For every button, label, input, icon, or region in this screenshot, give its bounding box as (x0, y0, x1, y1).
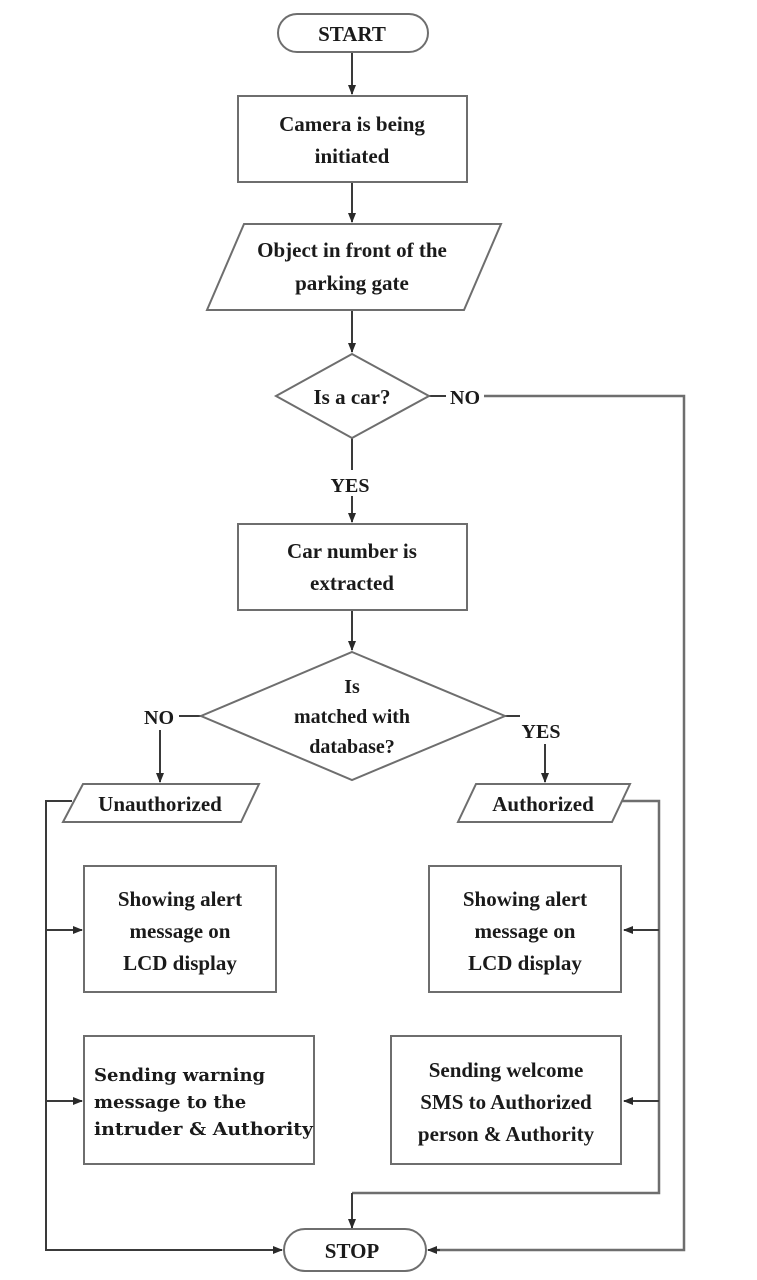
node-alert-left-line-3: LCD display (123, 951, 237, 975)
node-welcome-line-1: Sending welcome (429, 1058, 584, 1082)
node-unauthorized: Unauthorized (61, 783, 261, 823)
node-alert-right-line-3: LCD display (468, 951, 582, 975)
edge-authorized-to-stop (352, 799, 661, 1195)
node-warning-line-3: intruder & Authority (94, 1119, 314, 1140)
process-shape (428, 865, 622, 993)
terminator-shape (277, 13, 429, 53)
node-stop-label: STOP (325, 1239, 380, 1263)
edge-label-matched-yes: YES (522, 721, 561, 743)
process-shape (237, 523, 468, 611)
node-warning: Sending warning message to the intruder … (83, 1035, 315, 1165)
node-welcome-line-3: person & Authority (418, 1122, 595, 1146)
node-stop: STOP (283, 1228, 427, 1272)
node-extract: Car number is extracted (237, 523, 468, 611)
edge-label-iscar-yes: YES (331, 475, 370, 497)
node-is-car: Is a car? (273, 352, 432, 440)
node-object-line-2: parking gate (295, 271, 409, 295)
node-alert-right: Showing alert message on LCD display (428, 865, 622, 993)
node-warning-line-2: message to the (94, 1092, 246, 1113)
node-start-label: START (318, 22, 386, 46)
node-object: Object in front of the parking gate (205, 223, 503, 311)
node-authorized: Authorized (456, 783, 632, 823)
node-alert-left-line-1: Showing alert (118, 887, 242, 911)
process-shape (237, 95, 468, 183)
decision-shape (273, 352, 432, 440)
process-shape (83, 1035, 315, 1165)
node-alert-left-line-2: message on (130, 919, 231, 943)
input-output-shape (456, 783, 632, 823)
node-welcome: Sending welcome SMS to Authorized person… (390, 1035, 622, 1165)
process-shape (83, 865, 277, 993)
node-start: START (277, 13, 429, 53)
node-object-line-1: Object in front of the (257, 238, 447, 262)
decision-shape (198, 650, 508, 782)
node-matched: Is matched with database? (198, 650, 508, 782)
node-alert-right-line-2: message on (475, 919, 576, 943)
node-camera-line-2: initiated (315, 144, 390, 168)
input-output-shape (205, 223, 503, 311)
input-output-shape (61, 783, 261, 823)
edge-label-matched-no: NO (144, 707, 174, 729)
node-welcome-line-2: SMS to Authorized (420, 1090, 592, 1114)
node-alert-right-line-1: Showing alert (463, 887, 587, 911)
node-authorized-label: Authorized (492, 792, 594, 816)
node-camera-line-1: Camera is being (279, 112, 425, 136)
node-warning-line-1: Sending warning (94, 1065, 266, 1086)
node-alert-left: Showing alert message on LCD display (83, 865, 277, 993)
node-matched-line-1: Is (344, 676, 360, 698)
process-shape (390, 1035, 622, 1165)
node-camera: Camera is being initiated (237, 95, 468, 183)
node-extract-line-2: extracted (310, 571, 394, 595)
terminator-shape (283, 1228, 427, 1272)
node-matched-line-2: matched with (294, 706, 410, 728)
node-extract-line-1: Car number is (287, 539, 417, 563)
edge-unauthorized-to-stop (45, 800, 283, 1254)
edge-label-iscar-no: NO (450, 387, 480, 409)
edge-iscar-no-to-stop (432, 394, 686, 1252)
node-is-car-label: Is a car? (314, 385, 391, 409)
node-matched-line-3: database? (309, 736, 395, 758)
node-unauthorized-label: Unauthorized (98, 792, 222, 816)
